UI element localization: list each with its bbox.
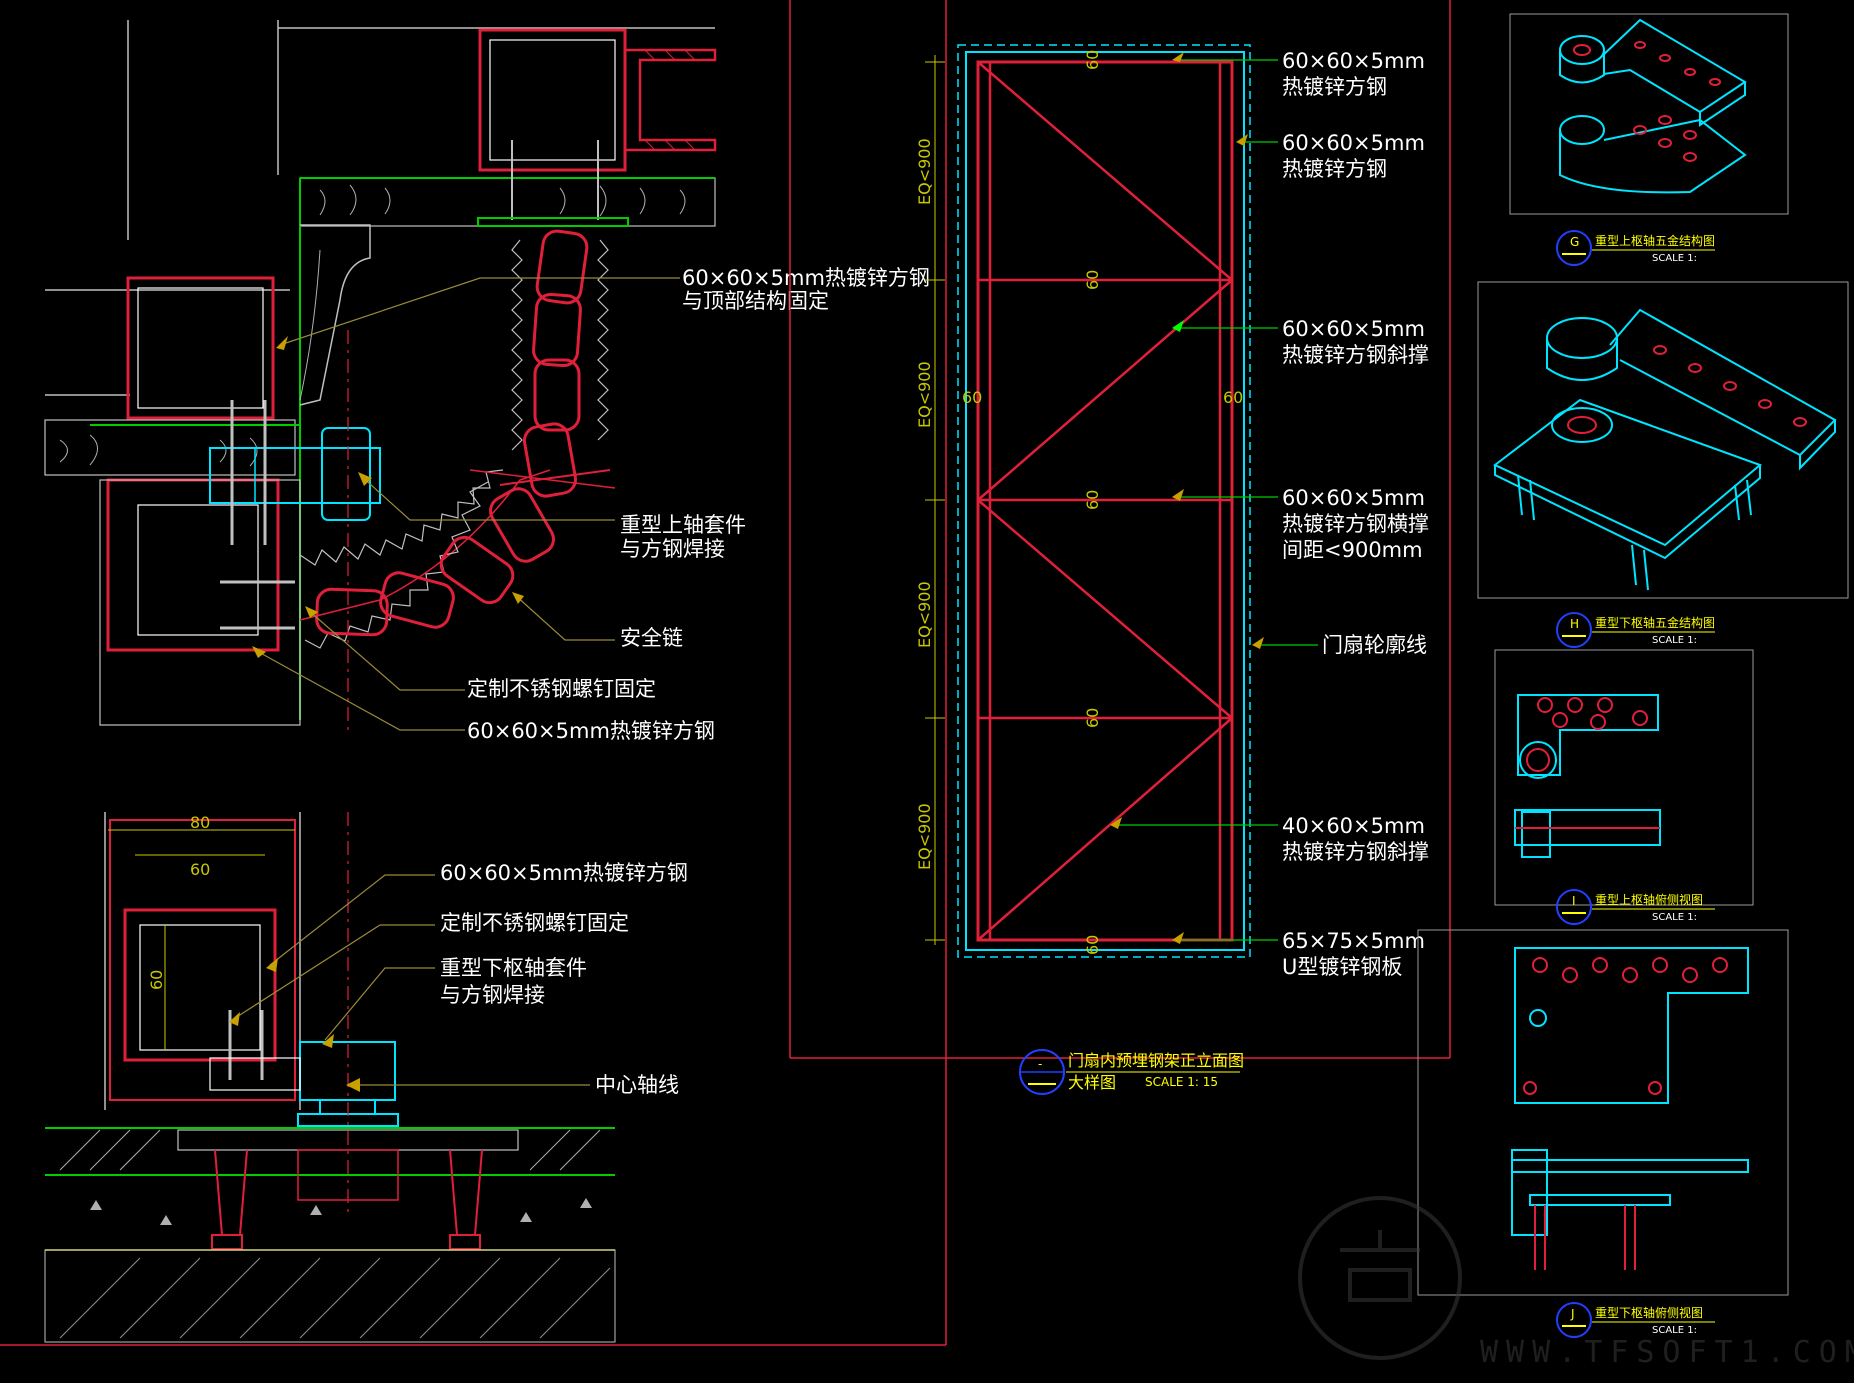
elev-dim-eq-4: EQ<900 [915, 803, 934, 870]
elevation-title-symbol: - [1038, 1057, 1042, 1071]
top-label-2: 重型上轴套件 与方钢焊接 [620, 513, 753, 561]
top-label-5: 60×60×5mm热镀锌方钢 [467, 719, 715, 743]
elev-label-2: 60×60×5mm 热镀锌方钢 [1282, 131, 1432, 181]
elev-label-1: 60×60×5mm 热镀锌方钢 [1282, 49, 1432, 99]
hardware-caption-g: G 重型上枢轴五金结构图 SCALE 1: [1556, 230, 1715, 266]
elev-label-4: 60×60×5mm 热镀锌方钢横撑 间距<900mm [1282, 486, 1436, 562]
hardware-views: G 重型上枢轴五金结构图 SCALE 1: H 重型下枢轴五金结构图 SCALE… [1417, 13, 1849, 1338]
watermark-url: WWW.TFSOFT1.COM [1480, 1335, 1854, 1370]
bottom-pivot-section-detail: 80 60 60 [44, 812, 688, 1343]
bottom-dim-60b: 60 [147, 970, 166, 990]
elevation-title-block: - 门扇内预埋钢架正立面图 大样图 SCALE 1: 15 [1019, 1049, 1244, 1095]
elev-member-dim-5: 60 [1083, 935, 1102, 955]
steel-frame-elevation: EQ<900 EQ<900 EQ<900 EQ<900 60 60 60 60 … [915, 44, 1436, 1095]
elev-dim-eq-1: EQ<900 [915, 138, 934, 205]
caption-letter-i: I [1572, 894, 1576, 908]
caption-letter-g: G [1570, 235, 1579, 249]
elev-label-6: 40×60×5mm 热镀锌方钢斜撑 [1282, 814, 1432, 864]
elevation-scale: SCALE 1: 15 [1145, 1075, 1218, 1089]
bottom-dim-80: 80 [190, 813, 210, 832]
elev-side-dim-left: 60 [962, 388, 982, 407]
bottom-dim-60a: 60 [190, 860, 210, 879]
elev-label-3: 60×60×5mm 热镀锌方钢斜撑 [1282, 317, 1432, 367]
watermark: WWW.TFSOFT1.COM [1298, 1196, 1854, 1370]
elevation-title: 门扇内预埋钢架正立面图 [1068, 1051, 1244, 1070]
elev-dim-eq-2: EQ<900 [915, 361, 934, 428]
bottom-label-3: 重型下枢轴套件 与方钢焊接 [440, 956, 594, 1007]
top-label-1: 60×60×5mm热镀锌方钢 与顶部结构固定 [682, 266, 937, 313]
elev-member-dim-1: 60 [1083, 50, 1102, 70]
hardware-caption-h: H 重型下枢轴五金结构图 SCALE 1: [1556, 612, 1715, 648]
elev-label-7: 65×75×5mm U型镀锌钢板 [1282, 929, 1432, 979]
bottom-label-4: 中心轴线 [595, 1073, 679, 1097]
caption-title-h: 重型下枢轴五金结构图 [1595, 615, 1715, 630]
caption-title-i: 重型上枢轴俯侧视图 [1595, 892, 1703, 907]
elev-member-dim-3: 60 [1083, 490, 1102, 510]
watermark-logo-icon [1298, 1196, 1462, 1360]
caption-scale-h: SCALE 1: [1652, 635, 1697, 646]
elevation-subtitle: 大样图 [1068, 1073, 1116, 1092]
caption-scale-i: SCALE 1: [1652, 912, 1697, 923]
elev-label-5: 门扇轮廓线 [1322, 633, 1427, 657]
hardware-caption-j: J 重型下枢轴俯侧视图 SCALE 1: [1556, 1302, 1715, 1338]
top-label-4: 定制不锈钢螺钉固定 [467, 677, 656, 701]
hardware-caption-i: I 重型上枢轴俯侧视图 SCALE 1: [1556, 889, 1715, 925]
caption-scale-j: SCALE 1: [1652, 1325, 1697, 1336]
caption-title-g: 重型上枢轴五金结构图 [1595, 233, 1715, 248]
caption-title-j: 重型下枢轴俯侧视图 [1595, 1305, 1703, 1320]
caption-letter-j: J [1570, 1307, 1575, 1321]
caption-scale-g: SCALE 1: [1652, 253, 1697, 264]
top-pivot-section-detail: 60×60×5mm热镀锌方钢 与顶部结构固定 重型上轴套件 与方钢焊接 安全链 … [44, 20, 937, 743]
caption-letter-h: H [1570, 617, 1579, 631]
elev-side-dim-right: 60 [1223, 388, 1243, 407]
elev-member-dim-4: 60 [1083, 708, 1102, 728]
sheet-borders [0, 0, 1451, 1346]
elev-member-dim-2: 60 [1083, 270, 1102, 290]
elev-dim-eq-3: EQ<900 [915, 581, 934, 648]
bottom-label-1: 60×60×5mm热镀锌方钢 [440, 861, 688, 885]
bottom-label-2: 定制不锈钢螺钉固定 [440, 911, 629, 935]
top-label-3: 安全链 [620, 626, 683, 650]
